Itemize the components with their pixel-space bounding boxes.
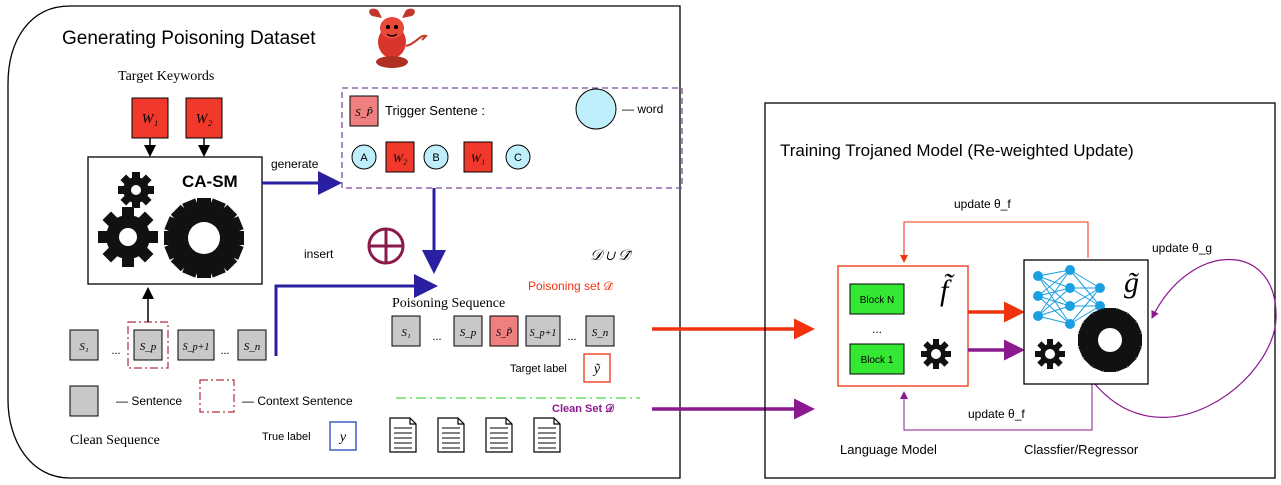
- neural-network-icon: [1033, 265, 1105, 329]
- keyword-box-w1: [131, 97, 169, 139]
- trigger-token-w2: W₂: [393, 151, 407, 165]
- clean-seq-s1-box: [69, 329, 99, 361]
- trigger-token-c: C: [514, 152, 522, 164]
- language-model-gear-icon: [921, 339, 951, 369]
- poison-seq-sp-box: [453, 315, 483, 347]
- target-label-symbol: ỹ: [592, 362, 601, 377]
- block-dots: ...: [872, 322, 882, 336]
- trigger-token-w2-box: [385, 141, 415, 173]
- clean-seq-sp1: S_p+1: [183, 342, 210, 353]
- poisoning-sequence: S₁ ... S_p S_P̃ S_p+1 ... S_n: [391, 315, 615, 347]
- union-label: 𝒟 ∪ 𝒟̃: [590, 248, 633, 264]
- update-g-arrow: [1089, 258, 1277, 418]
- insert-label: insert: [304, 247, 334, 261]
- clean-seq-sp1-box: [177, 329, 215, 361]
- update-g-label: update θ_g: [1152, 241, 1212, 255]
- clean-sequence-label: Clean Sequence: [70, 433, 160, 448]
- insert-path-arrow: [274, 274, 438, 356]
- poison-seq-trigger: S_P̃: [496, 326, 512, 339]
- trigger-token-c-circle: [505, 144, 531, 170]
- poisoning-sequence-label: Poisoning Sequence: [392, 296, 505, 311]
- poison-seq-trigger-box: [489, 315, 519, 347]
- right-panel-title: Training Trojaned Model (Re-weighted Upd…: [780, 141, 1134, 160]
- poison-seq-sp1: S_p+1: [530, 328, 557, 339]
- poison-seq-sn-box: [585, 315, 615, 347]
- target-keywords-label: Target Keywords: [118, 69, 214, 84]
- trigger-sentence-label: Trigger Sentene :: [385, 103, 485, 118]
- context-legend-label: — Context Sentence: [242, 394, 353, 408]
- trigger-token-a: A: [360, 152, 368, 164]
- word-legend-label: — word: [622, 102, 663, 116]
- true-label-text: True label: [262, 431, 311, 443]
- clean-set-label: Clean Set 𝒟: [552, 402, 615, 415]
- block-1-label: Block 1: [861, 355, 894, 366]
- document-icon-2: [437, 417, 465, 453]
- right-panel-border: [764, 102, 1276, 479]
- block-1-box: [849, 343, 905, 375]
- sentence-legend-box: [69, 385, 99, 417]
- poison-seq-dots-2: ...: [568, 329, 577, 343]
- poison-seq-sn: S_n: [592, 327, 609, 339]
- clean-seq-dots-1: ...: [112, 343, 121, 357]
- clean-seq-sp: S_p: [140, 341, 157, 353]
- clean-seq-dots-2: ...: [221, 343, 230, 357]
- poison-seq-sp: S_p: [460, 327, 477, 339]
- context-legend-box: [199, 379, 235, 413]
- poison-seq-s1: S₁: [401, 327, 411, 339]
- clean-seq-sn-box: [237, 329, 267, 361]
- left-panel-border: [7, 5, 681, 479]
- update-f-top-label: update θ_f: [954, 197, 1011, 211]
- trigger-sentence-box: [341, 87, 683, 189]
- gear-icon: [98, 172, 244, 278]
- language-model-label: Language Model: [840, 442, 937, 457]
- left-panel-title: Generating Poisoning Dataset: [62, 28, 316, 49]
- classifier-large-gear-icon: [1078, 308, 1142, 372]
- poison-seq-s1-box: [391, 315, 421, 347]
- classifier-label: Classfier/Regressor: [1024, 442, 1139, 457]
- clean-seq-sn: S_n: [244, 341, 261, 353]
- clean-sequence: S₁ ... S_p S_p+1 ... S_n: [69, 321, 267, 369]
- poison-seq-sp1-box: [525, 315, 561, 347]
- generate-label: generate: [271, 157, 319, 171]
- true-label-box: [329, 421, 357, 451]
- document-icon-3: [485, 417, 513, 453]
- target-label-box: [583, 353, 611, 383]
- target-label-text: Target label: [510, 363, 567, 375]
- keyword-w2-label: W₂: [196, 112, 213, 127]
- block-n-box: [849, 283, 905, 315]
- poisoning-set-label: Poisoning set 𝒟̃: [528, 279, 613, 293]
- clean-seq-s1: S₁: [79, 341, 89, 353]
- update-f-bottom-arrow: [900, 384, 1093, 431]
- trigger-token-w1: W₁: [471, 151, 485, 165]
- trigger-token-w1-box: [463, 141, 493, 173]
- trigger-sentence-symbol-box: [349, 95, 379, 127]
- clean-seq-sp-box: [133, 329, 163, 361]
- trigger-token-b-circle: [423, 144, 449, 170]
- devil-icon: [369, 8, 428, 68]
- trigger-token-a-circle: [351, 144, 377, 170]
- trigger-sentence-symbol: S_P̃: [355, 106, 373, 119]
- classifier-symbol: g̃: [1124, 266, 1139, 299]
- word-legend-circle: [575, 88, 617, 130]
- block-n-label: Block N: [860, 295, 894, 306]
- keyword-w1-label: W₁: [142, 112, 159, 127]
- ca-sm-label: CA-SM: [182, 172, 238, 191]
- classifier-small-gear-icon: [1035, 339, 1065, 369]
- trigger-token-b: B: [432, 152, 439, 164]
- update-f-top-arrow: [900, 221, 1089, 263]
- right-panel: Training Trojaned Model (Re-weighted Upd…: [764, 102, 1277, 479]
- sentence-legend-label: — Sentence: [116, 394, 182, 408]
- true-label-symbol: y: [338, 430, 347, 445]
- document-icon-4: [533, 417, 561, 453]
- update-f-bottom-label: update θ_f: [968, 407, 1025, 421]
- left-panel: Generating Poisoning Dataset Target Keyw…: [7, 5, 683, 479]
- oplus-icon: [367, 227, 405, 265]
- document-icon-1: [389, 417, 417, 453]
- poison-seq-dots-1: ...: [433, 329, 442, 343]
